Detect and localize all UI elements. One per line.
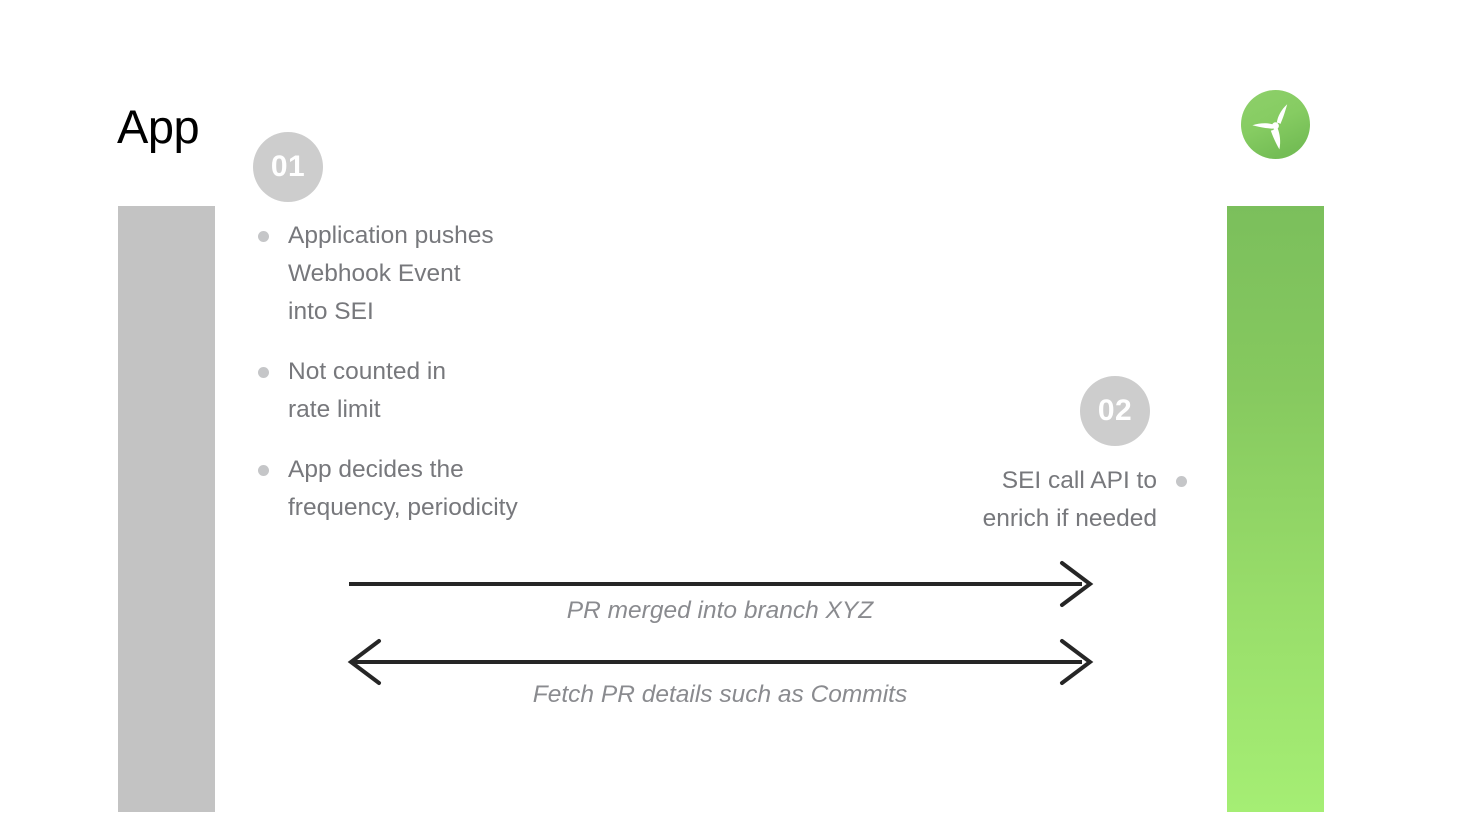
list-item: Not counted in rate limit — [255, 353, 675, 429]
bullet-line: rate limit — [288, 396, 381, 423]
pr-merged-arrow-label: PR merged into branch XYZ — [566, 597, 874, 624]
fetch-pr-arrow — [347, 639, 1094, 685]
propeller-logo-icon — [1240, 89, 1311, 160]
step-badge-02: 02 — [1080, 376, 1150, 446]
bullet-dot-icon — [258, 367, 269, 378]
bullet-line: frequency, periodicity — [288, 494, 518, 521]
list-item: App decides the frequency, periodicity — [255, 451, 675, 527]
fetch-pr-arrow-label: Fetch PR details such as Commits — [532, 681, 908, 708]
sei-lane-bar — [1227, 206, 1324, 812]
bullet-line: into SEI — [288, 298, 374, 325]
bullet-line: SEI call API to — [1001, 467, 1157, 494]
sei-bullet-list: SEI call API to enrich if needed — [830, 462, 1190, 538]
step-badge-01: 01 — [253, 132, 323, 202]
bullet-dot-icon — [258, 465, 269, 476]
list-item: Application pushes Webhook Event into SE… — [255, 217, 675, 331]
app-bullet-list: Application pushes Webhook Event into SE… — [255, 217, 675, 549]
bullet-line: enrich if needed — [982, 505, 1157, 532]
bullet-dot-icon — [258, 231, 269, 242]
bullet-dot-icon — [1176, 476, 1187, 487]
bullet-line: Webhook Event — [288, 260, 461, 287]
app-lane-bar — [118, 206, 215, 812]
bullet-line: App decides the — [288, 456, 464, 483]
bullet-line: Application pushes — [288, 222, 494, 249]
page-title: App — [117, 100, 200, 153]
bullet-line: Not counted in — [288, 358, 446, 385]
list-item: SEI call API to enrich if needed — [830, 462, 1190, 538]
